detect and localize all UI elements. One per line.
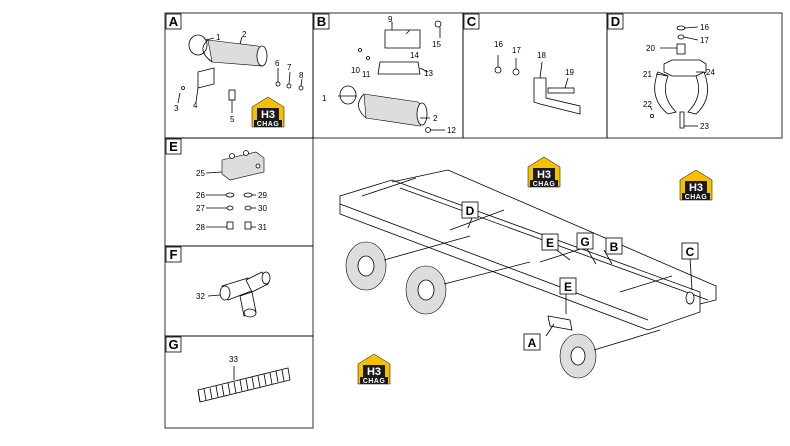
- svg-text:11: 11: [362, 70, 371, 79]
- svg-text:32: 32: [196, 292, 205, 301]
- chassis-callout-e-lower: E: [559, 277, 577, 295]
- svg-text:H3: H3: [261, 109, 275, 121]
- svg-text:E: E: [564, 280, 572, 294]
- svg-text:2: 2: [242, 30, 247, 39]
- svg-text:A: A: [169, 14, 179, 29]
- svg-text:3: 3: [174, 104, 179, 113]
- panel-label-e: E: [165, 138, 182, 155]
- svg-text:B: B: [610, 240, 619, 254]
- panel-e-drawing: [205, 150, 265, 230]
- chassis-callout-e-upper: E: [541, 233, 559, 251]
- svg-text:28: 28: [196, 223, 205, 232]
- svg-text:H3: H3: [537, 169, 551, 181]
- chassis-frame-drawing: [339, 169, 717, 379]
- svg-text:19: 19: [565, 68, 574, 77]
- panel-a-numbers: 1 2 3 4 5 6 7 8: [174, 30, 304, 124]
- svg-text:18: 18: [537, 51, 546, 60]
- panel-frames: [164, 12, 783, 429]
- chag-logo: H3 CHAG: [251, 96, 285, 128]
- panel-b-numbers: 9 10 11 14 15 13 1 2 12: [322, 15, 456, 135]
- svg-text:17: 17: [512, 46, 521, 55]
- svg-text:24: 24: [706, 68, 715, 77]
- svg-text:H3: H3: [689, 182, 703, 194]
- svg-text:D: D: [466, 204, 475, 218]
- svg-text:CHAG: CHAG: [533, 181, 556, 188]
- svg-text:13: 13: [424, 69, 433, 78]
- svg-text:16: 16: [494, 40, 503, 49]
- svg-text:2: 2: [433, 114, 438, 123]
- panel-c-numbers: 16 17 18 19: [494, 40, 574, 77]
- chag-logo: H3 CHAG: [357, 353, 391, 385]
- svg-text:E: E: [546, 236, 554, 250]
- panel-label-c: C: [463, 13, 480, 30]
- svg-text:6: 6: [275, 59, 280, 68]
- chassis-callout-g: G: [576, 232, 594, 250]
- svg-text:A: A: [528, 336, 537, 350]
- svg-text:9: 9: [388, 15, 393, 24]
- panel-label-f: F: [165, 246, 182, 263]
- svg-text:C: C: [686, 245, 695, 259]
- svg-text:14: 14: [410, 51, 419, 60]
- svg-text:16: 16: [700, 23, 709, 32]
- chassis-callout-a: A: [523, 333, 541, 351]
- svg-text:10: 10: [351, 66, 360, 75]
- svg-text:33: 33: [229, 355, 238, 364]
- panel-g-drawing: [197, 366, 291, 403]
- panel-c-drawing: [494, 55, 581, 115]
- panel-f-drawing: [207, 271, 271, 318]
- svg-text:7: 7: [287, 63, 292, 72]
- panel-d-drawing: [649, 25, 708, 129]
- chassis-callout-c: C: [681, 242, 699, 260]
- svg-text:30: 30: [258, 204, 267, 213]
- svg-text:25: 25: [196, 169, 205, 178]
- svg-text:23: 23: [700, 122, 709, 131]
- panel-label-a: A: [165, 13, 182, 30]
- svg-text:1: 1: [216, 33, 221, 42]
- chassis-callout-d: D: [461, 201, 479, 219]
- svg-text:4: 4: [193, 101, 198, 110]
- panel-label-g: G: [165, 336, 182, 353]
- svg-text:G: G: [580, 235, 589, 249]
- svg-text:26: 26: [196, 191, 205, 200]
- chag-logo: H3 CHAG: [527, 156, 561, 188]
- svg-text:D: D: [611, 14, 620, 29]
- svg-text:CHAG: CHAG: [363, 378, 386, 385]
- panel-label-b: B: [313, 13, 330, 30]
- svg-text:27: 27: [196, 204, 205, 213]
- svg-text:31: 31: [258, 223, 267, 232]
- panel-f-numbers: 32: [196, 292, 205, 301]
- chassis-callout-b: B: [605, 237, 623, 255]
- svg-text:CHAG: CHAG: [257, 121, 280, 128]
- svg-text:CHAG: CHAG: [685, 194, 708, 201]
- svg-text:H3: H3: [367, 366, 381, 378]
- svg-text:B: B: [317, 14, 326, 29]
- svg-text:E: E: [169, 139, 178, 154]
- panel-g-numbers: 33: [229, 355, 238, 364]
- svg-text:C: C: [467, 14, 477, 29]
- svg-text:1: 1: [322, 94, 327, 103]
- svg-text:15: 15: [432, 40, 441, 49]
- svg-text:8: 8: [299, 71, 304, 80]
- svg-text:12: 12: [447, 126, 456, 135]
- panel-d-numbers: 16 17 20 21 24 22 23: [643, 23, 715, 131]
- svg-text:29: 29: [258, 191, 267, 200]
- svg-text:21: 21: [643, 70, 652, 79]
- svg-text:22: 22: [643, 100, 652, 109]
- chag-logo: H3 CHAG: [679, 169, 713, 201]
- svg-text:5: 5: [230, 115, 235, 124]
- panel-a-drawing: [177, 34, 304, 113]
- panel-label-d: D: [607, 13, 624, 30]
- svg-text:G: G: [168, 337, 178, 352]
- panel-e-numbers: 25 26 29 27 30 28 31: [196, 169, 267, 232]
- panel-b-drawing: [338, 20, 445, 133]
- svg-text:F: F: [170, 247, 178, 262]
- svg-text:20: 20: [646, 44, 655, 53]
- svg-text:17: 17: [700, 36, 709, 45]
